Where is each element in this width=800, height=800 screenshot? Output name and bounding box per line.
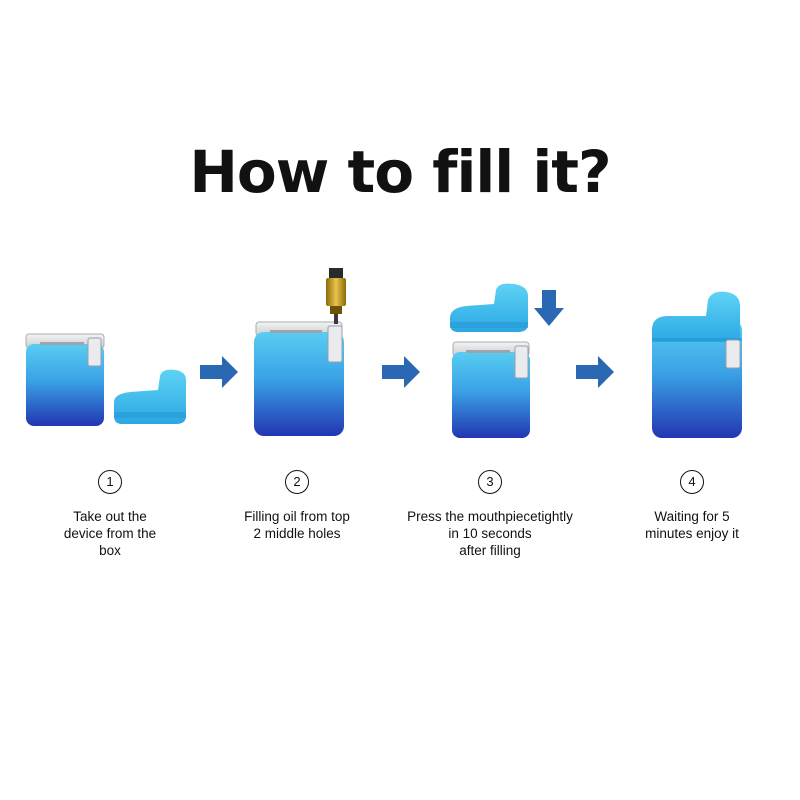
step-caption-1: Take out the device from the box (63, 509, 157, 558)
device-open-3 (452, 341, 530, 438)
mouthpiece-cap-3 (450, 283, 528, 332)
device-open-1 (25, 333, 105, 426)
step-caption-2: Filling oil from top 2 middle holes (244, 509, 350, 541)
arrow-right-icon (576, 356, 614, 388)
step-number-2: 2 (285, 470, 309, 494)
arrow-right-icon (382, 356, 420, 388)
step-caption-3: Press the mouthpiecetightly in 10 second… (407, 509, 573, 558)
arrow-down-icon (534, 290, 564, 326)
device-assembled-4 (652, 291, 742, 438)
page-title: How to fill it? (189, 138, 611, 206)
syringe-icon (326, 268, 346, 324)
mouthpiece-cap-1 (114, 369, 186, 424)
step-caption-4: Waiting for 5 minutes enjoy it (645, 509, 739, 541)
arrow-right-icon (200, 356, 238, 388)
device-open-2 (254, 321, 344, 436)
step-number-4: 4 (680, 470, 704, 494)
step-number-3: 3 (478, 470, 502, 494)
step-number-1: 1 (98, 470, 122, 494)
